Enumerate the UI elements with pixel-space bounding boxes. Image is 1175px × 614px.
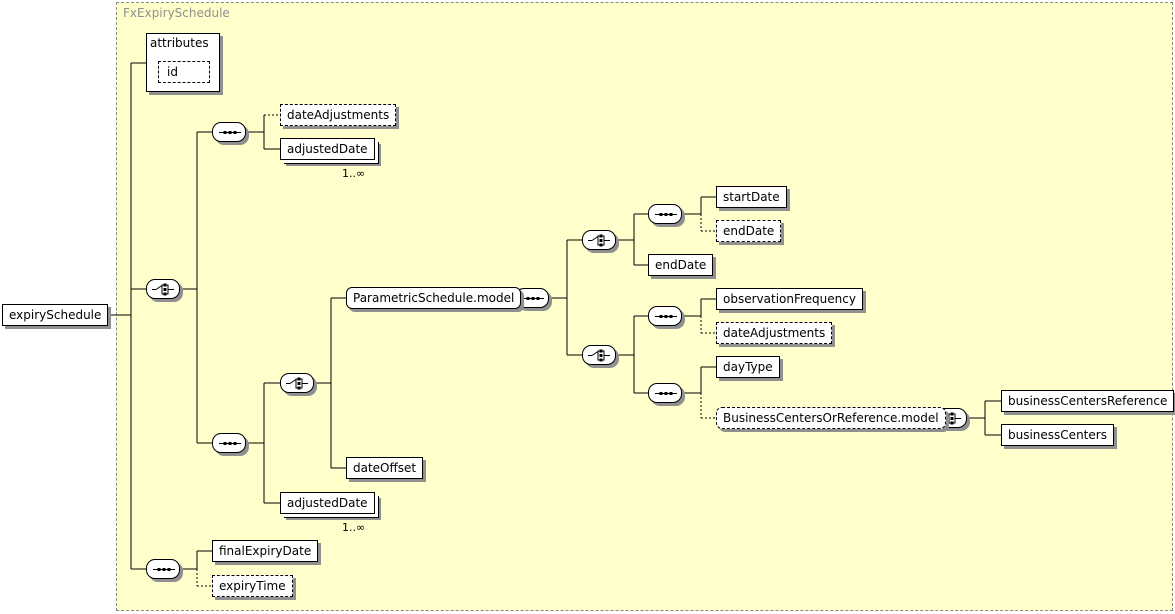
- choice-icon[interactable]: [146, 279, 180, 299]
- element-dayType[interactable]: dayType: [716, 356, 780, 378]
- sequence-icon[interactable]: [146, 559, 180, 579]
- sequence-icon[interactable]: [648, 383, 682, 403]
- sequence-glyph: [153, 568, 175, 571]
- element-finalExpiryDate[interactable]: finalExpiryDate: [212, 540, 319, 562]
- choice-icon[interactable]: [582, 345, 616, 365]
- choice-glyph: [588, 349, 610, 362]
- sequence-glyph: [655, 213, 677, 216]
- sequence-glyph: [219, 131, 241, 134]
- choice-glyph: [588, 234, 610, 247]
- element-businessCenters[interactable]: businessCenters: [1001, 424, 1114, 446]
- sequence-glyph: [219, 442, 241, 445]
- cardinality-label: 1..∞: [342, 521, 366, 534]
- element-dateAdjustments[interactable]: dateAdjustments: [280, 104, 397, 126]
- element-expiryTime[interactable]: expiryTime: [212, 575, 293, 597]
- attributes-label: attributes: [150, 36, 209, 50]
- choice-icon[interactable]: [582, 230, 616, 250]
- sequence-icon[interactable]: [212, 122, 246, 142]
- element-businessCentersReference[interactable]: businessCentersReference: [1001, 390, 1175, 412]
- choice-glyph: [286, 377, 308, 390]
- sequence-icon[interactable]: [648, 204, 682, 224]
- choice-glyph: [939, 412, 961, 425]
- element-expirySchedule[interactable]: expirySchedule: [2, 304, 109, 326]
- element-startDate[interactable]: startDate: [716, 186, 787, 208]
- element-observationFrequency[interactable]: observationFrequency: [716, 288, 863, 310]
- sequence-glyph: [655, 392, 677, 395]
- choice-glyph: [152, 283, 174, 296]
- element-endDate[interactable]: endDate: [648, 254, 714, 276]
- element-endDate-optional[interactable]: endDate: [716, 220, 782, 242]
- sequence-icon[interactable]: [648, 306, 682, 326]
- element-dateOffset[interactable]: dateOffset: [346, 457, 424, 479]
- element-adjustedDate[interactable]: adjustedDate: [280, 492, 375, 514]
- group-ParametricSchedule-model[interactable]: ParametricSchedule.model: [346, 287, 522, 309]
- group-BusinessCentersOrReference-model[interactable]: BusinessCentersOrReference.model: [716, 407, 946, 429]
- element-adjustedDate[interactable]: adjustedDate: [280, 138, 375, 160]
- choice-icon[interactable]: [280, 373, 314, 393]
- cardinality-label: 1..∞: [342, 167, 366, 180]
- element-dateAdjustments[interactable]: dateAdjustments: [716, 322, 833, 344]
- sequence-icon[interactable]: [212, 433, 246, 453]
- complex-type-label: FxExpirySchedule: [123, 6, 230, 20]
- sequence-glyph: [522, 297, 544, 300]
- attribute-id[interactable]: id: [158, 61, 210, 83]
- sequence-glyph: [655, 315, 677, 318]
